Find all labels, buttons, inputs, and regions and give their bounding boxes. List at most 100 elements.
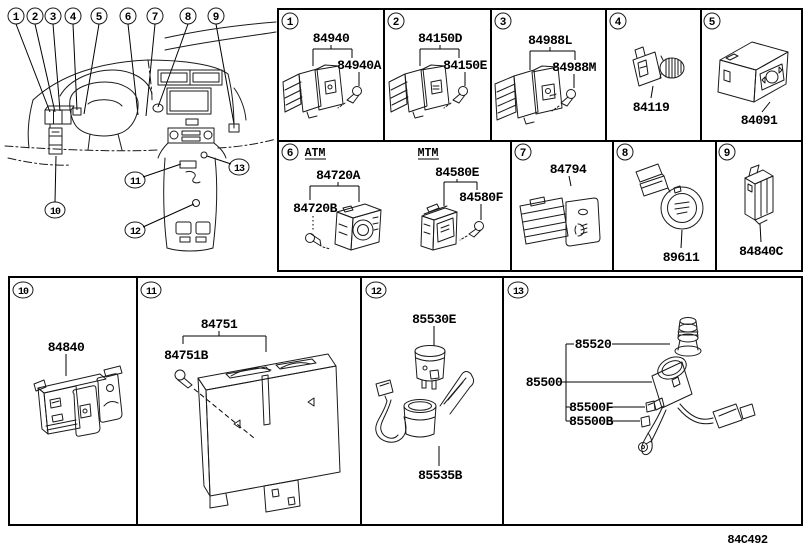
cell-10-badge: 10: [12, 281, 34, 299]
callout-2: 2: [32, 12, 39, 24]
diagram-code: 84C492: [727, 533, 768, 547]
cell-10: 10 84840: [12, 281, 123, 437]
bulb-art: [443, 86, 468, 109]
cell-7-number: 7: [520, 148, 527, 160]
socket-art: [414, 345, 446, 390]
part-label: 84150E: [443, 58, 488, 73]
callout-3: 3: [50, 12, 57, 24]
bracket-lines: [529, 47, 576, 88]
leader-line: [680, 229, 683, 249]
grid-divider: [490, 10, 492, 140]
bracket-lines: [562, 343, 670, 422]
bracket-lines: [182, 331, 267, 352]
callout-4: 4: [70, 12, 77, 24]
part-label: 84794: [550, 162, 587, 177]
callout-1: 1: [13, 12, 20, 24]
cell-11: 11 84751 84751B: [140, 281, 341, 513]
grid-divider: [360, 278, 362, 524]
cell-9-badge: 9: [718, 143, 736, 161]
overview-callout-badges: 1 2 3 4 5 6 7 8 9 10 11 12 13: [7, 7, 250, 239]
bracket-lines: [312, 45, 360, 86]
grid-divider: [279, 140, 801, 142]
part-label: 85530E: [412, 312, 457, 327]
dashed-leader: [193, 388, 255, 439]
overview-leader-lines: [15, 23, 235, 228]
bracket-lines: [419, 45, 466, 86]
bulb-art: [337, 86, 362, 109]
part-label: 84840C: [739, 244, 784, 259]
cell-1-number: 1: [287, 17, 294, 29]
cell-4-number: 4: [615, 17, 622, 29]
dashboard-overview: 1 2 3 4 5 6 7 8 9 10 11 12 13: [4, 7, 277, 252]
leader-line: [761, 101, 771, 113]
atm-header: ATM: [305, 147, 326, 160]
part-label: 84940A: [337, 58, 382, 73]
cell-5-badge: 5: [703, 12, 721, 30]
socket-lid-art: [375, 371, 475, 443]
grid-divider: [605, 10, 607, 140]
part-label: 84751B: [164, 348, 209, 363]
leader-line: [759, 223, 762, 243]
cell-12: 12 85530E 85535B: [365, 281, 475, 483]
grid-divider: [715, 140, 717, 270]
cell-1: 1 84940 84940A: [281, 12, 382, 119]
cell-3-number: 3: [500, 17, 507, 29]
cell-2-number: 2: [393, 17, 400, 29]
lighter-art: [638, 317, 756, 456]
cell-8-badge: 8: [616, 143, 634, 161]
callout-8: 8: [185, 12, 192, 24]
callout-12: 12: [130, 227, 141, 238]
atm-switch-art: [334, 203, 382, 251]
cell-5-number: 5: [709, 17, 716, 29]
part-label: 84091: [741, 113, 778, 128]
cell-8-number: 8: [622, 148, 629, 160]
leader-line: [650, 85, 654, 99]
part-label: 85520: [575, 337, 612, 352]
grid-divider: [700, 10, 702, 140]
callout-10: 10: [50, 207, 61, 218]
part-label: 85500B: [569, 414, 614, 429]
part-label: 85535B: [418, 468, 463, 483]
mtm-switch-art: [420, 203, 458, 251]
ecu-module-art: [197, 353, 341, 513]
part-label: 84580F: [459, 190, 504, 205]
cell-2-badge: 2: [387, 12, 405, 30]
cell-12-badge: 12: [365, 281, 387, 299]
cell-3-badge: 3: [494, 12, 512, 30]
callout-6: 6: [125, 12, 132, 24]
part-label: 84751: [201, 317, 238, 332]
switch-art: [717, 41, 789, 103]
part-label: 85500F: [569, 400, 614, 415]
cell-13: 13 85520 85500 85500F 85500B: [507, 281, 756, 456]
cell-11-number: 11: [146, 287, 157, 298]
switch-art: [388, 64, 450, 119]
part-label: 84720B: [293, 201, 338, 216]
atm-bracket: [309, 182, 360, 202]
callout-9: 9: [213, 12, 220, 24]
part-label: 84988M: [552, 60, 597, 75]
dual-switch-art: [33, 365, 123, 437]
switch-art: [282, 64, 344, 119]
grid-divider: [502, 278, 504, 524]
grid-divider: [612, 140, 614, 270]
cell-6: 6 ATM MTM 84720A 84720B 84580E 84580F: [281, 143, 504, 251]
callout-5: 5: [96, 12, 103, 24]
cell-7: 7 84794: [514, 143, 601, 247]
part-label: 84150D: [418, 31, 463, 46]
grid-divider: [136, 278, 138, 524]
part-label: 89611: [663, 250, 700, 265]
cell-2: 2 84150D 84150E: [387, 12, 488, 119]
top-grid-frame: [277, 8, 803, 272]
mtm-bracket: [443, 179, 482, 220]
switch-art: [519, 196, 601, 247]
part-label: 85500: [526, 375, 563, 390]
cell-7-badge: 7: [514, 143, 532, 161]
leader-line: [568, 175, 572, 187]
cell-4: 4 84119: [609, 12, 685, 115]
bulb-art: [174, 369, 193, 389]
grid-divider: [510, 140, 512, 270]
part-label: 84119: [633, 100, 670, 115]
part-label: 84720A: [316, 168, 361, 183]
cell-10-number: 10: [18, 287, 29, 298]
cell-3: 3 84988L 84988M: [494, 12, 597, 125]
